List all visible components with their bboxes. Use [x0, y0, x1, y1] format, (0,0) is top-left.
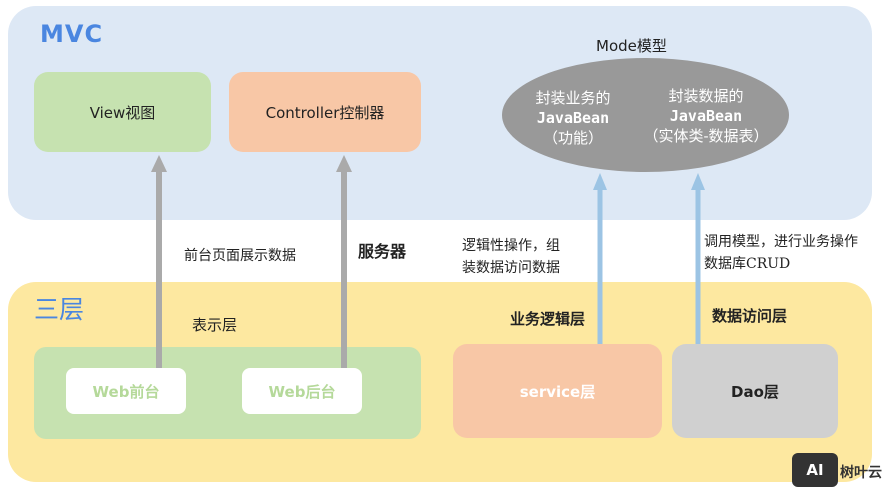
- note-logic-line1: 逻辑性操作，组: [462, 238, 560, 254]
- dao-layer-box: Dao层: [672, 344, 838, 438]
- model-business-line1: 封装业务的: [535, 89, 611, 107]
- arrow-dao-to-model: [691, 173, 705, 344]
- mvc-title: MVC: [40, 20, 104, 48]
- note-logic-line2: 装数据访问数据: [462, 260, 560, 276]
- business-layer-label: 业务逻辑层: [510, 310, 586, 328]
- arrow-web-front-to-view: [151, 155, 167, 368]
- note-frontend-display: 前台页面展示数据: [184, 248, 296, 264]
- web-front-box: Web前台: [66, 368, 186, 414]
- brand-name: 树叶云: [840, 465, 882, 481]
- model-business-line3: （功能）: [542, 129, 603, 147]
- presentation-layer-label: 表示层: [192, 316, 238, 334]
- model-data-line1: 封装数据的: [668, 87, 744, 105]
- controller-box: Controller控制器: [229, 72, 421, 152]
- note-logic: 逻辑性操作，组 装数据访问数据: [462, 235, 592, 279]
- note-call-model: 调用模型，进行业务操作 数据库CRUD: [704, 231, 894, 275]
- brand-logo: AI: [792, 453, 838, 487]
- note-server: 服务器: [358, 242, 407, 261]
- model-data-line3: （实体类-数据表）: [643, 127, 769, 145]
- model-business-javabean: 封装业务的 JavaBean （功能）: [512, 88, 634, 148]
- model-data-javabean: 封装数据的 JavaBean （实体类-数据表）: [628, 86, 784, 146]
- view-box: View视图: [34, 72, 211, 152]
- web-back-box: Web后台: [242, 368, 362, 414]
- data-access-layer-label: 数据访问层: [712, 307, 788, 325]
- note-call-line1: 调用模型，进行业务操作: [704, 234, 858, 250]
- model-data-line2: JavaBean: [669, 107, 743, 125]
- note-call-line2: 数据库CRUD: [704, 256, 791, 272]
- service-layer-box: service层: [453, 344, 662, 438]
- arrow-web-back-to-controller: [336, 155, 352, 368]
- model-ellipse: [502, 58, 789, 172]
- model-business-line2: JavaBean: [536, 109, 610, 127]
- model-label: Mode模型: [596, 37, 667, 55]
- three-layer-title: 三层: [34, 295, 85, 324]
- arrow-service-to-model: [593, 173, 607, 344]
